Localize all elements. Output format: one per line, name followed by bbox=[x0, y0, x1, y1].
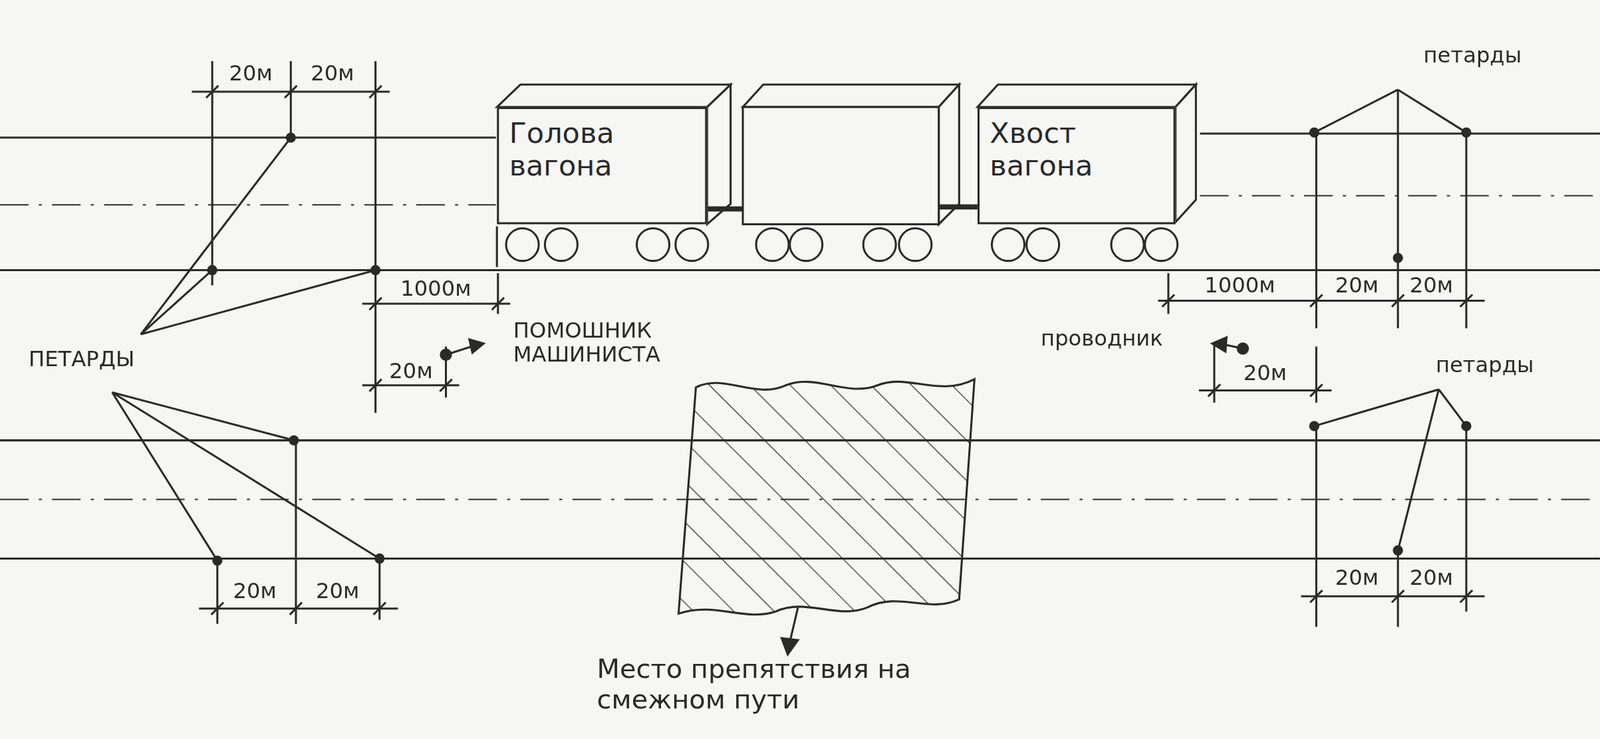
wagon-label: Хвост вагона bbox=[979, 109, 1154, 191]
dimension-label: 20м bbox=[233, 579, 277, 604]
wheel bbox=[756, 228, 789, 262]
text-label: ПЕТАРДЫ bbox=[28, 346, 135, 372]
wagon-box: Голова вагона bbox=[496, 107, 707, 225]
wagon-box: Хвост вагона bbox=[977, 107, 1176, 225]
dimension-label: 20м bbox=[389, 359, 433, 384]
wheel bbox=[1145, 228, 1178, 262]
wheel bbox=[899, 228, 932, 262]
wheel bbox=[636, 228, 669, 262]
dimension-label: 1000м bbox=[1204, 273, 1275, 298]
dimension-label: 20м bbox=[315, 579, 360, 604]
text-label: проводник bbox=[1040, 326, 1164, 352]
dimension-label: 1000м bbox=[400, 276, 471, 302]
wheel bbox=[544, 228, 578, 262]
dimension-label: 20м bbox=[1409, 565, 1454, 591]
dimension-label: 20м bbox=[1243, 361, 1287, 386]
wheel bbox=[790, 228, 823, 262]
dimension-label: 20м bbox=[310, 61, 354, 86]
text-label: Место препятствия на смежном пути bbox=[597, 655, 1026, 717]
text-label: ПОМОШНИК МАШИНИСТА bbox=[513, 318, 718, 368]
dimension-label: 20м bbox=[1409, 273, 1454, 298]
wheel bbox=[506, 228, 539, 262]
dimension-label: 20м bbox=[228, 61, 272, 86]
text-label: петарды bbox=[1435, 353, 1535, 378]
text-label: петарды bbox=[1423, 42, 1522, 68]
dimension-label: 20м bbox=[1335, 565, 1379, 591]
wheel bbox=[991, 228, 1025, 262]
wagon-label: Голова вагона bbox=[498, 109, 673, 191]
wheel bbox=[1026, 228, 1060, 262]
wheel bbox=[1111, 228, 1144, 262]
wheel bbox=[675, 228, 709, 262]
wheel bbox=[863, 228, 896, 262]
dimension-label: 20м bbox=[1335, 273, 1379, 298]
